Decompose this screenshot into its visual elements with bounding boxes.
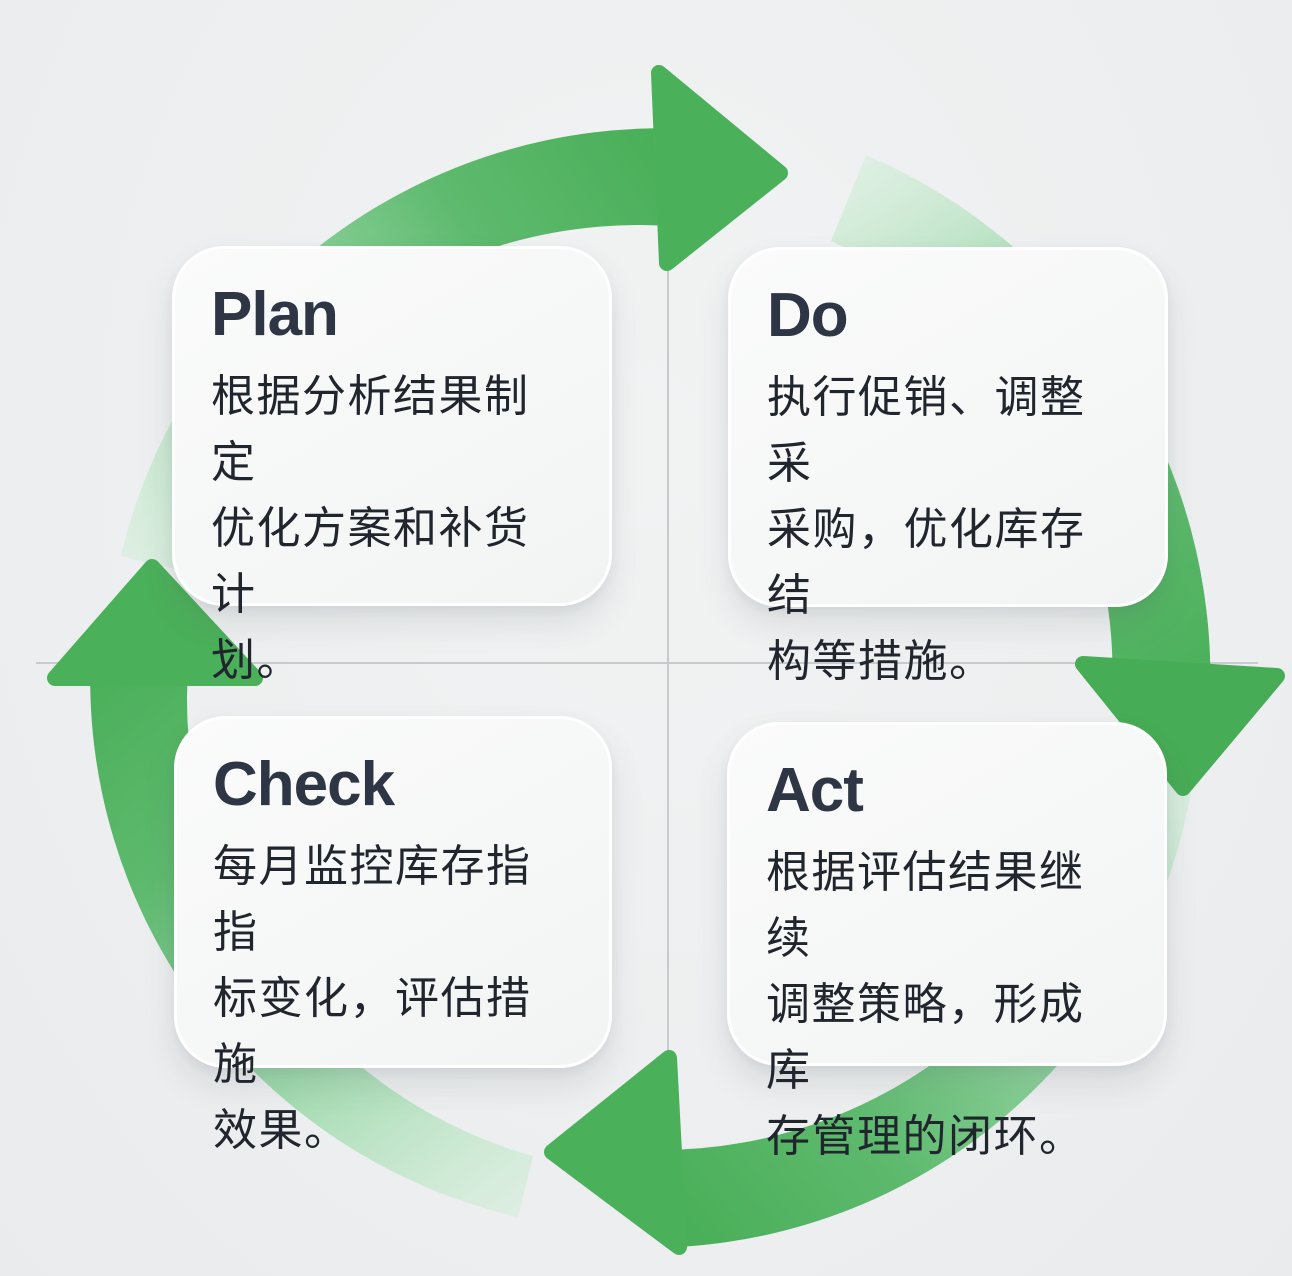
arrowhead-top-right-icon — [651, 65, 788, 271]
arrowhead-bottom-left-icon — [544, 1050, 687, 1255]
step-title-act: Act — [766, 756, 864, 825]
step-description-check: 每月监控库存指指 标变化，评估措施 效果。 — [213, 842, 532, 1156]
card-plan: Plan 根据分析结果制定 优化方案和补货计 划。 — [172, 246, 612, 685]
step-description-act: 根据评估结果继续 调整策略，形成库 存管理的闭环。 — [766, 848, 1085, 1162]
card-check: Check 每月监控库存指指 标变化，评估措施 效果。 — [174, 716, 612, 1155]
card-do: Do 执行促销、调整采 采购，优化库存结 构等措施。 — [728, 247, 1168, 686]
arrowhead-left-up-icon — [47, 559, 263, 686]
card-act: Act 根据评估结果继续 调整策略，形成库 存管理的闭环。 — [727, 722, 1167, 1161]
step-description-do: 执行促销、调整采 采购，优化库存结 构等措施。 — [767, 373, 1086, 687]
step-title-do: Do — [767, 281, 849, 350]
step-description-plan: 根据分析结果制定 优化方案和补货计 划。 — [211, 372, 530, 686]
step-title-plan: Plan — [211, 280, 339, 349]
step-title-check: Check — [213, 750, 395, 819]
